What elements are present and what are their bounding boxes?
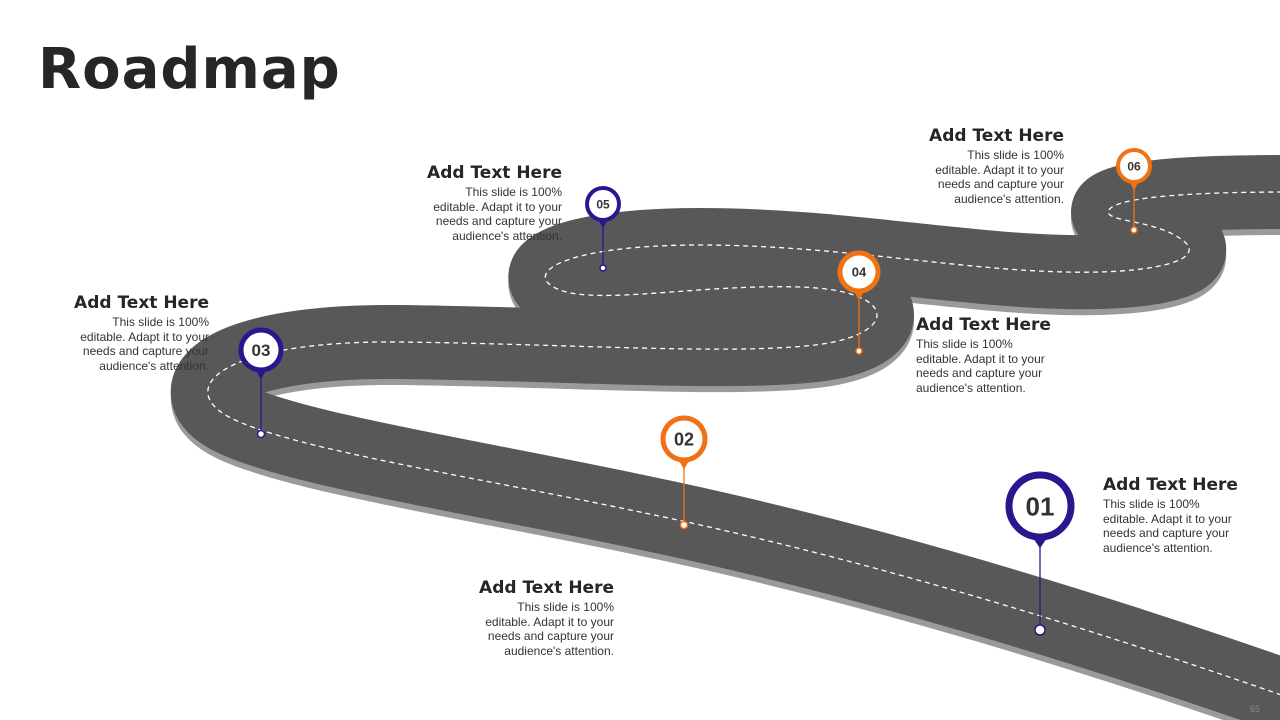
milestone-06-label: 06 (1127, 159, 1141, 173)
road-surface (171, 155, 1280, 720)
milestone-01-heading: Add Text Here (1103, 475, 1238, 495)
milestone-markers: 01 02 03 04 05 06 (238, 148, 1152, 636)
milestone-06-body: This slide is 100% editable. Adapt it to… (935, 148, 1064, 206)
milestone-01-road-dot (1034, 624, 1046, 636)
page-number: 65 (1249, 704, 1260, 714)
milestone-05-pin-head (585, 186, 621, 222)
road-center-line (207, 191, 1280, 696)
milestone-05-road-dot (599, 264, 607, 272)
milestone-05-label: 05 (596, 197, 610, 211)
milestone-01-pin-head (1005, 471, 1075, 541)
milestone-02-pin-head (660, 415, 708, 463)
milestone-02-body: This slide is 100% editable. Adapt it to… (485, 600, 614, 658)
milestone-01-label: 01 (1026, 491, 1055, 521)
milestone-06-text: Add Text Here This slide is 100% editabl… (864, 126, 1064, 206)
milestone-02-marker: 02 (660, 415, 708, 530)
milestone-05-heading: Add Text Here (427, 163, 562, 183)
milestone-06-heading: Add Text Here (929, 126, 1064, 146)
milestone-03-heading: Add Text Here (74, 293, 209, 313)
milestone-04-text: Add Text Here This slide is 100% editabl… (916, 315, 1116, 395)
milestone-04-label: 04 (852, 265, 867, 280)
milestone-01-body: This slide is 100% editable. Adapt it to… (1103, 497, 1232, 555)
milestone-04-body: This slide is 100% editable. Adapt it to… (916, 337, 1045, 395)
milestone-06-road-dot (1130, 226, 1138, 234)
milestone-03-body: This slide is 100% editable. Adapt it to… (80, 315, 209, 373)
milestone-03-label: 03 (252, 341, 271, 360)
milestone-03-road-dot (256, 429, 266, 439)
milestone-05-marker: 05 (585, 186, 621, 272)
milestone-03-marker: 03 (238, 327, 284, 439)
milestone-01-text: Add Text Here This slide is 100% editabl… (1103, 475, 1280, 555)
milestone-06-marker: 06 (1116, 148, 1152, 234)
milestone-05-text: Add Text Here This slide is 100% editabl… (362, 163, 562, 243)
milestone-02-heading: Add Text Here (479, 578, 614, 598)
milestone-04-marker: 04 (837, 250, 881, 355)
milestone-02-text: Add Text Here This slide is 100% editabl… (414, 578, 614, 658)
milestone-04-road-dot (855, 347, 863, 355)
milestone-04-pin-head (837, 250, 881, 294)
milestone-02-label: 02 (674, 429, 694, 449)
milestone-01-marker: 01 (1005, 471, 1075, 636)
milestone-02-road-dot (679, 520, 689, 530)
milestone-05-body: This slide is 100% editable. Adapt it to… (433, 185, 562, 243)
page-title: Roadmap (38, 37, 341, 102)
milestone-06-pin-head (1116, 148, 1152, 184)
winding-road (171, 155, 1280, 720)
milestone-03-text: Add Text Here This slide is 100% editabl… (9, 293, 209, 373)
milestone-04-heading: Add Text Here (916, 315, 1051, 335)
milestone-03-pin-head (238, 327, 284, 373)
